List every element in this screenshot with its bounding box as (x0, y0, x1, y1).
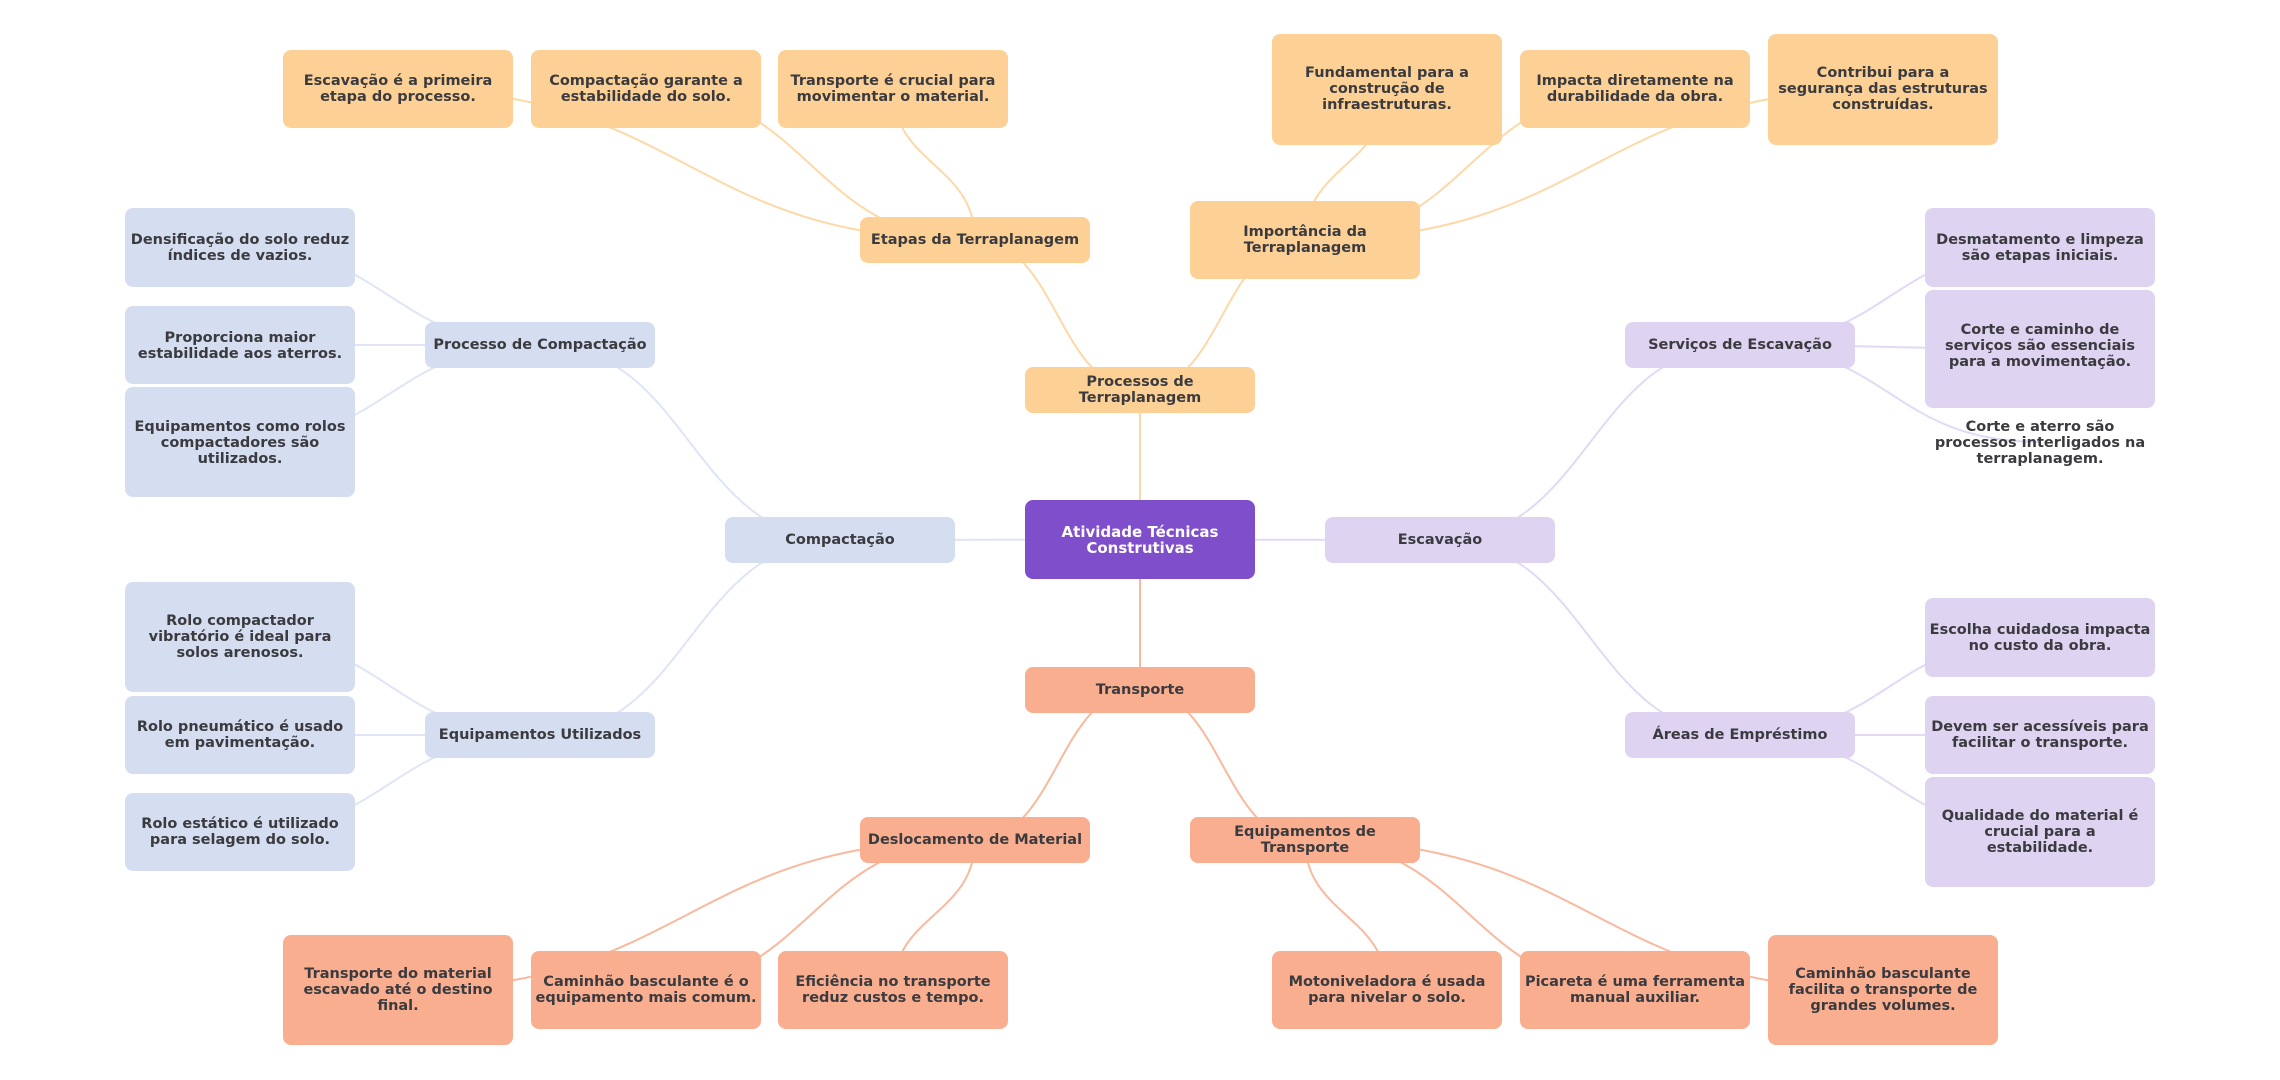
node-label: Compactação garante a estabilidade do so… (549, 73, 743, 105)
leaf-node[interactable]: Escolha cuidadosa impacta no custo da ob… (1925, 598, 2155, 677)
leaf-node[interactable]: Escavação é a primeira etapa do processo… (283, 50, 513, 128)
node-label: Qualidade do material é crucial para a e… (1941, 808, 2139, 856)
node-label: Caminhão basculante é o equipamento mais… (535, 974, 757, 1006)
node-label: Equipamentos de Transporte (1234, 824, 1376, 856)
leaf-node[interactable]: Equipamentos como rolos compactadores sã… (125, 387, 355, 497)
node-label: Densificação do solo reduz índices de va… (130, 232, 350, 264)
leaf-node[interactable]: Desmatamento e limpeza são etapas inicia… (1925, 208, 2155, 287)
leaf-node[interactable]: Qualidade do material é crucial para a e… (1925, 777, 2155, 887)
leaf-node[interactable]: Proporciona maior estabilidade aos aterr… (125, 306, 355, 384)
leaf-node[interactable]: Transporte é crucial para movimentar o m… (778, 50, 1008, 128)
root-node-label: Atividade Técnicas Construtivas (1061, 523, 1219, 557)
node-processos-de-terraplanagem[interactable]: Processos de Terraplanagem (1025, 367, 1255, 413)
node-label: Áreas de Empréstimo (1652, 727, 1828, 743)
node-label: Corte e caminho de serviços são essencia… (1945, 322, 2135, 370)
node-label: Caminhão basculante facilita o transport… (1788, 966, 1978, 1014)
node-label: Corte e aterro são processos interligado… (1934, 419, 2146, 467)
node-transporte[interactable]: Transporte (1025, 667, 1255, 713)
node-label: Escavação é a primeira etapa do processo… (303, 73, 493, 105)
node-equipamentos-de-transporte[interactable]: Equipamentos de Transporte (1190, 817, 1420, 863)
node-label: Impacta diretamente na durabilidade da o… (1536, 73, 1734, 105)
node-label: Transporte do material escavado até o de… (303, 966, 493, 1014)
node-label: Fundamental para a construção de infraes… (1305, 65, 1469, 113)
node-servicos-de-escavacao[interactable]: Serviços de Escavação (1625, 322, 1855, 368)
leaf-node[interactable]: Fundamental para a construção de infraes… (1272, 34, 1502, 145)
node-label: Motoniveladora é usada para nivelar o so… (1288, 974, 1486, 1006)
node-compactacao[interactable]: Compactação (725, 517, 955, 563)
leaf-node[interactable]: Caminhão basculante é o equipamento mais… (531, 951, 761, 1029)
edge-escavacao-areas (1439, 539, 1741, 736)
node-label: Rolo estático é utilizado para selagem d… (141, 816, 339, 848)
edge-escavacao-servicos (1439, 344, 1741, 541)
leaf-node[interactable]: Contribui para a segurança das estrutura… (1768, 34, 1998, 145)
node-label: Equipamentos Utilizados (438, 727, 642, 743)
leaf-node[interactable]: Rolo estático é utilizado para selagem d… (125, 793, 355, 871)
node-equipamentos-utilizados[interactable]: Equipamentos Utilizados (425, 712, 655, 758)
node-label: Compactação (785, 532, 895, 548)
node-label: Escolha cuidadosa impacta no custo da ob… (1929, 622, 2151, 654)
node-label: Serviços de Escavação (1648, 337, 1832, 353)
leaf-node[interactable]: Transporte do material escavado até o de… (283, 935, 513, 1045)
leaf-node[interactable]: Picareta é uma ferramenta manual auxilia… (1520, 951, 1750, 1029)
node-label: Importância da Terraplanagem (1243, 224, 1367, 256)
leaf-node[interactable]: Rolo pneumático é usado em pavimentação. (125, 696, 355, 774)
leaf-node[interactable]: Rolo compactador vibratório é ideal para… (125, 582, 355, 692)
leaf-node[interactable]: Devem ser acessíveis para facilitar o tr… (1925, 696, 2155, 774)
leaf-node[interactable]: Caminhão basculante facilita o transport… (1768, 935, 1998, 1045)
node-etapas-da-terraplanagem[interactable]: Etapas da Terraplanagem (860, 217, 1090, 263)
leaf-node[interactable]: Eficiência no transporte reduz custos e … (778, 951, 1008, 1029)
node-label: Rolo compactador vibratório é ideal para… (148, 613, 332, 661)
edge-compactacao-processo_comp (539, 344, 841, 541)
node-importancia-da-terraplanagem[interactable]: Importância da Terraplanagem (1190, 201, 1420, 279)
edge-compactacao-equip_util (539, 539, 841, 736)
node-label: Rolo pneumático é usado em pavimentação. (136, 719, 344, 751)
leaf-node[interactable]: Motoniveladora é usada para nivelar o so… (1272, 951, 1502, 1029)
node-label: Eficiência no transporte reduz custos e … (795, 974, 991, 1006)
node-label: Equipamentos como rolos compactadores sã… (134, 419, 346, 467)
node-label: Contribui para a segurança das estrutura… (1778, 65, 1988, 113)
node-label: Processos de Terraplanagem (1078, 374, 1202, 406)
leaf-node[interactable]: Compactação garante a estabilidade do so… (531, 50, 761, 128)
node-label: Deslocamento de Material (867, 832, 1083, 848)
node-processo-de-compactacao[interactable]: Processo de Compactação (425, 322, 655, 368)
node-label: Transporte é crucial para movimentar o m… (790, 73, 996, 105)
node-label: Devem ser acessíveis para facilitar o tr… (1931, 719, 2149, 751)
node-label: Desmatamento e limpeza são etapas inicia… (1936, 232, 2144, 264)
leaf-node[interactable]: Corte e aterro são processos interligado… (1925, 387, 2155, 497)
node-escavacao[interactable]: Escavação (1325, 517, 1555, 563)
node-label: Escavação (1397, 532, 1483, 548)
node-deslocamento-de-material[interactable]: Deslocamento de Material (860, 817, 1090, 863)
root-node[interactable]: Atividade Técnicas Construtivas (1025, 500, 1255, 579)
node-label: Processo de Compactação (433, 337, 647, 353)
node-label: Proporciona maior estabilidade aos aterr… (137, 330, 343, 362)
node-label: Etapas da Terraplanagem (870, 232, 1080, 248)
leaf-node[interactable]: Impacta diretamente na durabilidade da o… (1520, 50, 1750, 128)
node-areas-de-emprestimo[interactable]: Áreas de Empréstimo (1625, 712, 1855, 758)
leaf-node[interactable]: Densificação do solo reduz índices de va… (125, 208, 355, 287)
node-label: Transporte (1095, 682, 1185, 698)
leaf-node[interactable]: Corte e caminho de serviços são essencia… (1925, 290, 2155, 408)
node-label: Picareta é uma ferramenta manual auxilia… (1524, 974, 1746, 1006)
